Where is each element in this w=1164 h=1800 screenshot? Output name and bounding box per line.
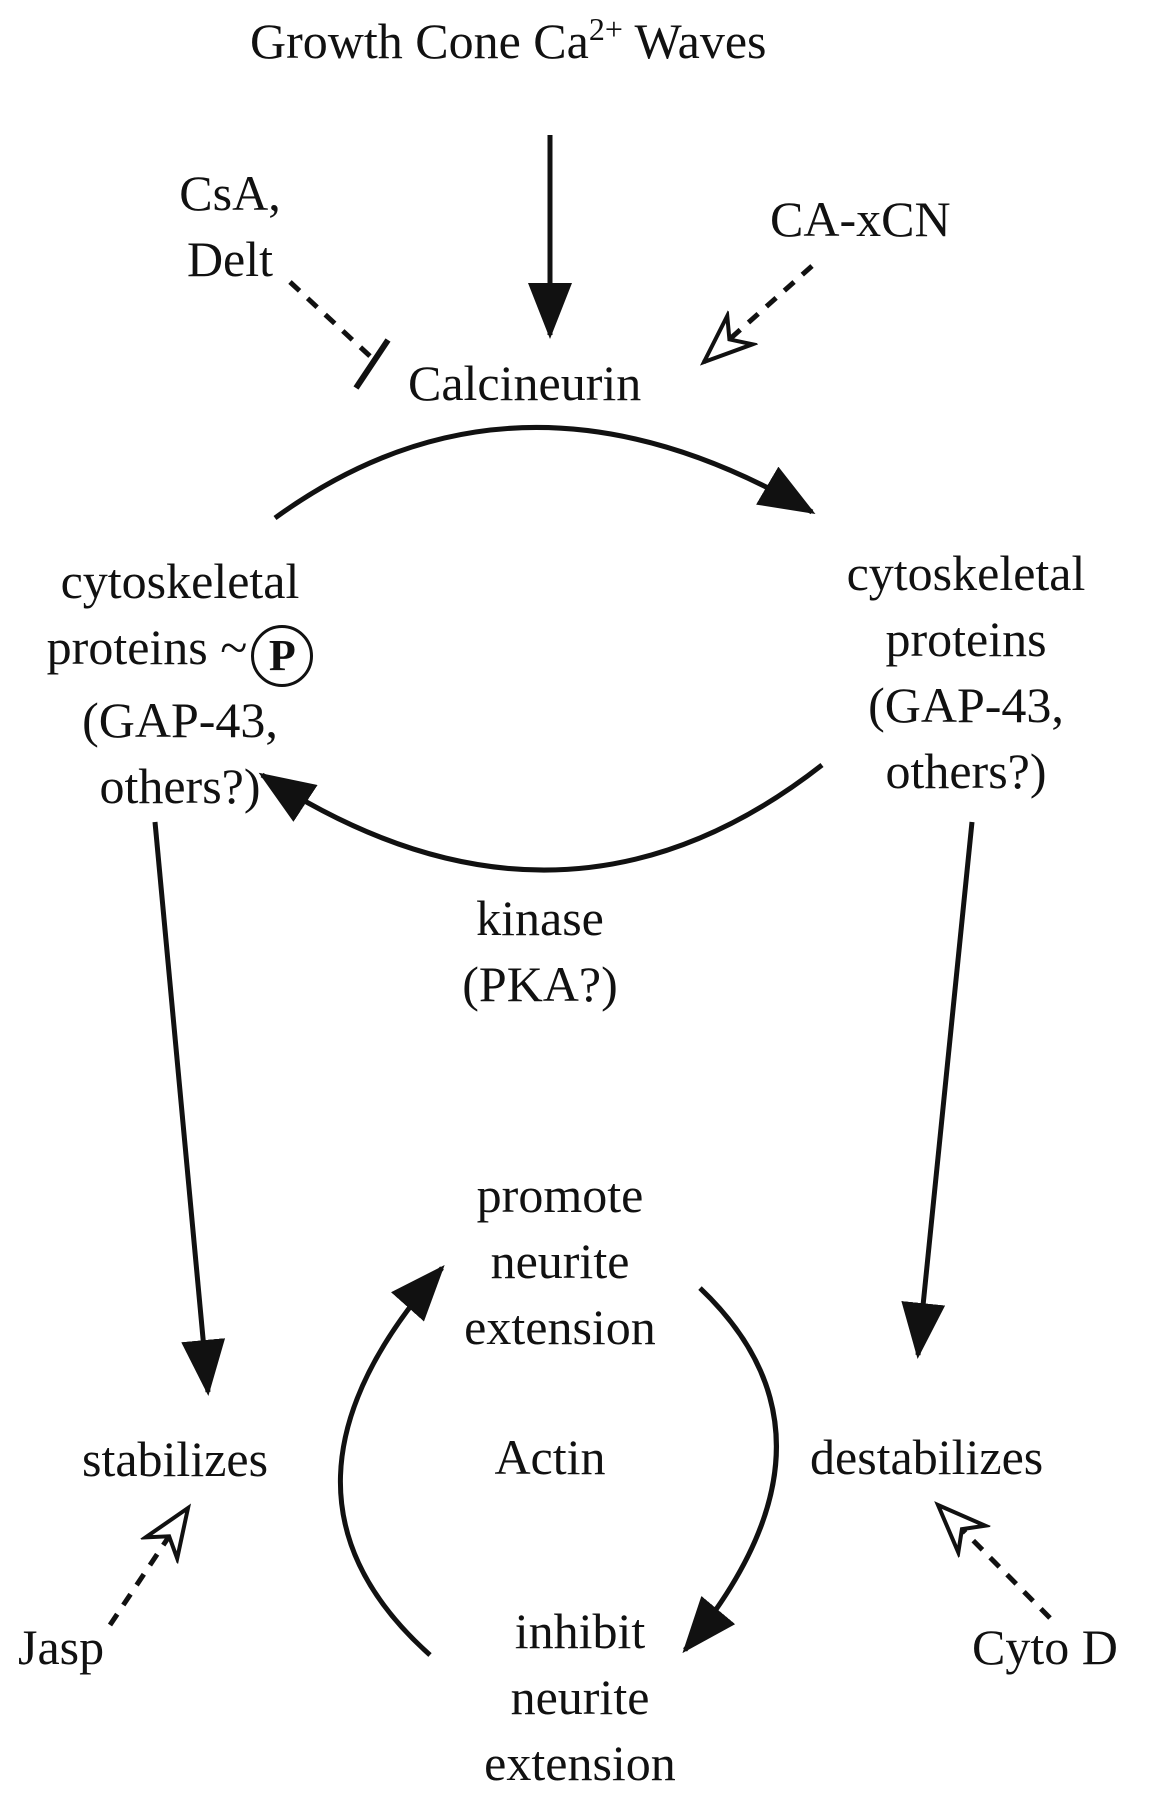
phosphate-icon: P	[251, 625, 314, 687]
inhibit-line-1: inhibit	[514, 1603, 646, 1659]
inhibitor-line-2: Delt	[186, 231, 274, 287]
kinase-line-1: kinase	[476, 890, 604, 946]
kinase-line-2: (PKA?)	[462, 956, 618, 1012]
right-state-line-2: proteins	[885, 611, 1047, 667]
destabilizes-text: destabilizes	[810, 1429, 1044, 1485]
label-inhibit-extension: inhibit neurite extension	[440, 1598, 720, 1796]
inhibition-line-csa	[288, 280, 374, 360]
title-main-text: Growth Cone Ca	[250, 13, 589, 69]
calcineurin-text: Calcineurin	[408, 355, 642, 411]
label-cyto-d: Cyto D	[972, 1614, 1118, 1680]
right-state-line-1: cytoskeletal	[846, 545, 1086, 601]
arc-phosphorylation	[258, 763, 824, 873]
actin-text: Actin	[494, 1429, 606, 1485]
label-calcineurin: Calcineurin	[408, 350, 641, 416]
label-kinase: kinase (PKA?)	[430, 885, 650, 1017]
arrow-protein-to-destabilizes	[901, 821, 975, 1359]
arc-dephosphorylation	[273, 425, 816, 521]
left-state-line-2-text: proteins ~	[46, 619, 248, 675]
left-state-line-3: (GAP-43,	[82, 692, 278, 748]
arc-inhibit-to-promote	[337, 1265, 445, 1657]
arrow-caxcn-to-calcineurin	[704, 264, 814, 362]
activator-text: CA-xCN	[770, 191, 951, 247]
promote-line-3: extension	[464, 1299, 656, 1355]
right-state-line-4: others?)	[885, 743, 1047, 799]
arrow-phospho-to-stabilizes	[152, 821, 226, 1396]
left-state-line-4: others?)	[99, 758, 261, 814]
label-dephosphorylated-proteins: cytoskeletal proteins (GAP-43, others?)	[816, 540, 1116, 804]
right-state-line-3: (GAP-43,	[868, 677, 1064, 733]
cyto-d-text: Cyto D	[972, 1619, 1118, 1675]
label-promote-extension: promote neurite extension	[420, 1162, 700, 1360]
label-jasp: Jasp	[18, 1614, 104, 1680]
inhibition-bar-csa	[353, 338, 391, 390]
jasp-text: Jasp	[18, 1619, 105, 1675]
promote-line-1: promote	[476, 1167, 644, 1223]
inhibit-line-3: extension	[484, 1735, 676, 1791]
label-destabilizes: destabilizes	[810, 1424, 1043, 1490]
label-activator: CA-xCN	[770, 186, 951, 252]
title-end-text: Waves	[622, 13, 767, 69]
stabilizes-text: stabilizes	[82, 1431, 269, 1487]
label-inhibitors: CsA, Delt	[150, 160, 310, 292]
title-superscript: 2+	[588, 11, 623, 47]
title-growth-cone-waves: Growth Cone Ca2+ Waves	[250, 8, 767, 74]
label-stabilizes: stabilizes	[82, 1426, 268, 1492]
arc-promote-to-inhibit	[682, 1286, 779, 1654]
inhibit-line-2: neurite	[510, 1669, 650, 1725]
left-state-line-2: proteins ~P	[20, 614, 340, 687]
arrow-jasp-to-stabilizes	[107, 1508, 188, 1627]
label-actin: Actin	[480, 1424, 620, 1490]
inhibitor-line-1: CsA,	[179, 165, 281, 221]
arrow-cytod-to-destabilizes	[938, 1505, 1052, 1620]
label-phosphorylated-proteins: cytoskeletal proteins ~P (GAP-43, others…	[20, 548, 340, 819]
left-state-line-1: cytoskeletal	[60, 553, 300, 609]
promote-line-2: neurite	[490, 1233, 630, 1289]
